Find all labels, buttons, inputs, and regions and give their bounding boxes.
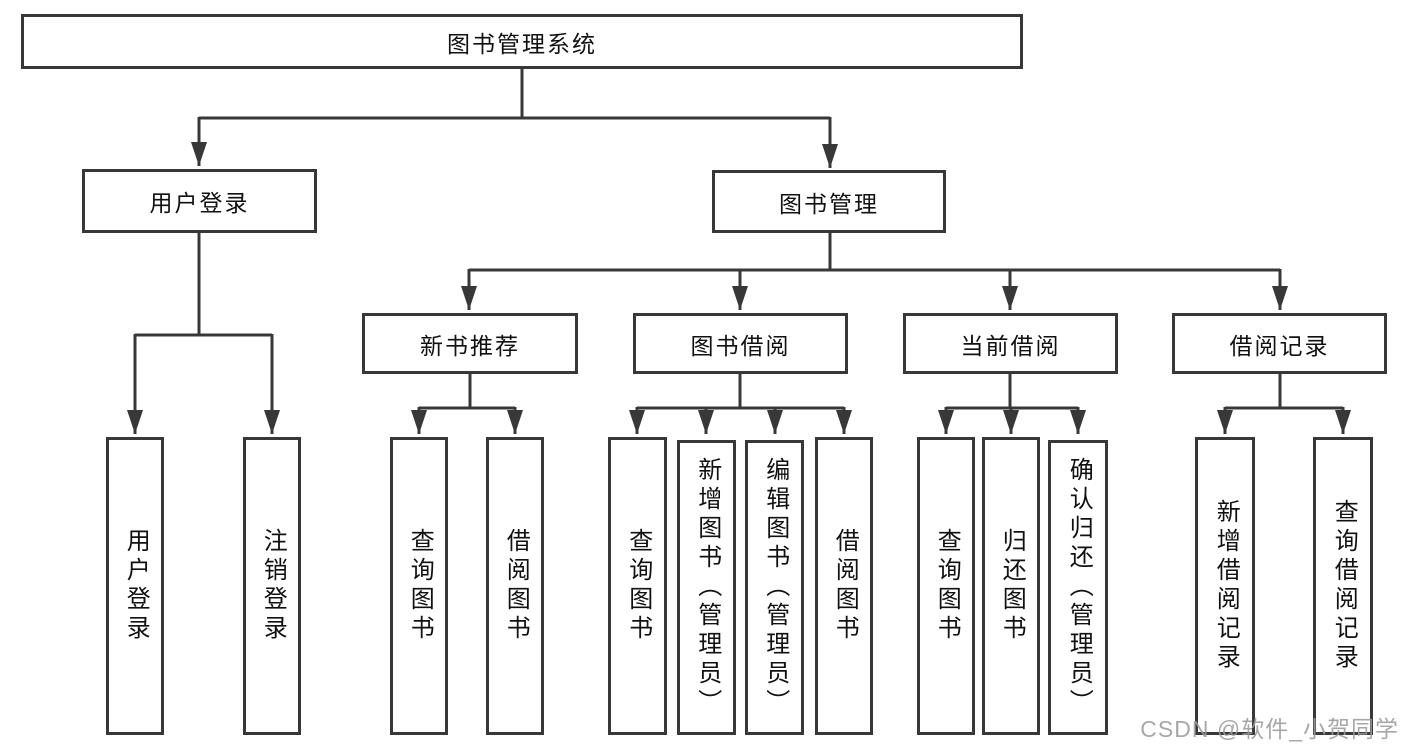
node-leaf-edit-books-admin: 编辑图书（管理员） bbox=[745, 440, 804, 735]
node-label: 图书管理系统 bbox=[447, 30, 597, 57]
node-label: 借阅记录 bbox=[1229, 332, 1330, 359]
node-leaf-borrow-books-recommend: 借阅图书 bbox=[486, 437, 544, 735]
node-leaf-add-borrowing-record: 新增借阅记录 bbox=[1195, 437, 1255, 735]
connector-user-login-children bbox=[127, 233, 280, 434]
node-leaf-user-login: 用户登录 bbox=[106, 437, 164, 735]
node-label: 注销登录 bbox=[259, 528, 287, 644]
node-leaf-logout: 注销登录 bbox=[243, 437, 301, 735]
node-label: 确认归还（管理员） bbox=[1065, 457, 1093, 718]
connector-book-borrowing-children bbox=[629, 374, 852, 434]
node-user-login: 用户登录 bbox=[82, 169, 317, 233]
node-library-management-system: 图书管理系统 bbox=[21, 14, 1023, 69]
node-label: 归还图书 bbox=[998, 528, 1026, 644]
node-label: 用户登录 bbox=[149, 190, 250, 216]
node-label: 图书借阅 bbox=[690, 332, 791, 359]
node-label: 查询图书 bbox=[624, 528, 652, 644]
node-new-book-recommendation: 新书推荐 bbox=[362, 313, 578, 374]
node-label: 当前借阅 bbox=[960, 332, 1061, 359]
node-leaf-query-books-recommend: 查询图书 bbox=[390, 437, 448, 735]
node-leaf-query-borrowing-record: 查询借阅记录 bbox=[1313, 437, 1373, 735]
node-label: 新增图书（管理员） bbox=[693, 457, 721, 718]
connector-borrowing-records-children bbox=[1217, 374, 1351, 434]
connector-current-borrowing-children bbox=[938, 374, 1086, 434]
node-leaf-query-books-borrowing: 查询图书 bbox=[608, 437, 667, 735]
node-label: 查询图书 bbox=[406, 528, 434, 644]
node-leaf-confirm-return-admin: 确认归还（管理员） bbox=[1048, 440, 1108, 735]
node-label: 用户登录 bbox=[122, 528, 150, 644]
node-book-borrowing: 图书借阅 bbox=[633, 313, 848, 374]
node-leaf-add-books-admin: 新增图书（管理员） bbox=[677, 440, 736, 735]
node-label: 查询借阅记录 bbox=[1330, 499, 1358, 673]
node-label: 新增借阅记录 bbox=[1212, 499, 1240, 673]
node-label: 借阅图书 bbox=[502, 528, 530, 644]
node-label: 图书管理 bbox=[779, 190, 879, 217]
connector-new-book-rec-children bbox=[411, 374, 523, 434]
node-borrowing-records: 借阅记录 bbox=[1172, 313, 1387, 374]
csdn-watermark: CSDN @软件_小贺同学 bbox=[1140, 716, 1399, 742]
node-current-borrowing: 当前借阅 bbox=[903, 313, 1118, 374]
node-leaf-query-books-current: 查询图书 bbox=[917, 437, 975, 735]
node-label: 借阅图书 bbox=[831, 528, 859, 644]
connector-root-to-level2 bbox=[191, 68, 838, 168]
node-book-management: 图书管理 bbox=[712, 170, 946, 233]
node-label: 新书推荐 bbox=[420, 332, 520, 359]
connector-book-mgmt-children bbox=[461, 233, 1288, 310]
node-label: 查询图书 bbox=[933, 528, 961, 644]
node-label: 编辑图书（管理员） bbox=[761, 457, 789, 718]
node-leaf-return-books: 归还图书 bbox=[982, 437, 1040, 735]
node-leaf-borrow-books: 借阅图书 bbox=[815, 437, 873, 735]
